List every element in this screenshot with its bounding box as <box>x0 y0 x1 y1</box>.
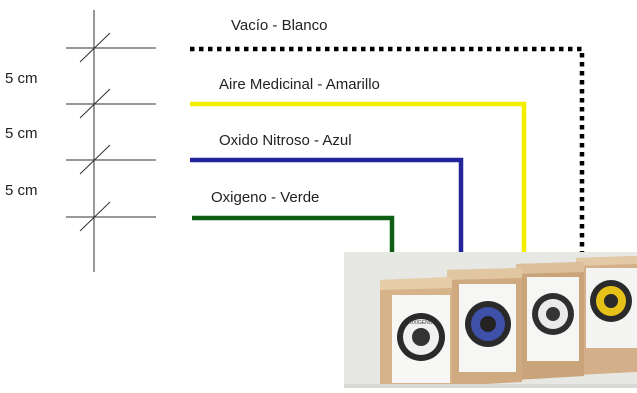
medical-air-line <box>190 101 527 268</box>
spacing-label-3: 5 cm <box>5 182 38 199</box>
tick-mark-2 <box>79 88 111 119</box>
nitrous-oxide-label: Oxido Nitroso - Azul <box>219 132 352 149</box>
tick-mark-3 <box>79 144 111 175</box>
outlet-panel-photo: OXIGENO <box>344 252 637 388</box>
outlet-medical-air <box>516 262 584 380</box>
tick-mark-4 <box>79 201 111 232</box>
spacing-label-2: 5 cm <box>5 125 38 142</box>
outlet-nitrous-oxide <box>447 268 522 386</box>
medical-air-label: Aire Medicinal - Amarillo <box>219 76 380 93</box>
tick-mark-1 <box>79 32 111 63</box>
spacing-label-1: 5 cm <box>5 70 38 87</box>
vacuum-label: Vacío - Blanco <box>231 17 328 34</box>
nitrous-oxide-line <box>190 157 464 271</box>
oxygen-ring-label: OXIGENO <box>409 320 432 326</box>
outlet-vacuum <box>576 256 637 375</box>
outlet-oxygen: OXIGENO <box>380 277 452 388</box>
oxygen-label: Oxigeno - Verde <box>211 189 320 206</box>
